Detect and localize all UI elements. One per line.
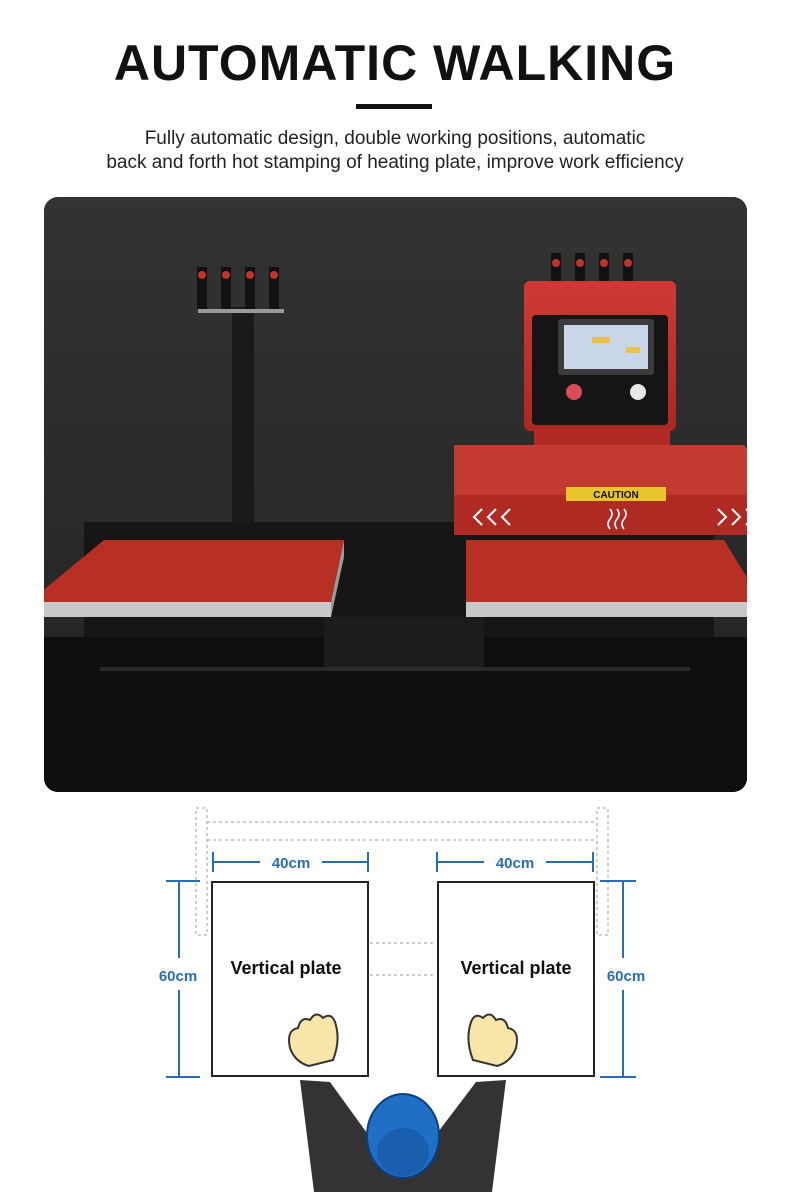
- left-support-arm: [232, 307, 254, 522]
- right-height-label: 60cm: [607, 968, 645, 985]
- subtitle-line-1: Fully automatic design, double working p…: [144, 128, 646, 149]
- left-height-dimension: [166, 880, 200, 1078]
- upper-heat-head: CAUTION: [454, 253, 747, 535]
- title-underline: [356, 104, 432, 109]
- left-plate-label: Vertical plate: [230, 958, 341, 978]
- left-vertical-plate: [211, 881, 369, 1077]
- right-lower-plate: [466, 540, 747, 617]
- left-width-dimension: [212, 852, 369, 872]
- operator-figure-icon: [288, 1013, 518, 1192]
- plate-layout-diagram: Vertical plate Vertical plate 40cm 40cm …: [159, 807, 645, 1192]
- left-width-label: 40cm: [272, 855, 310, 872]
- left-silicone-valves: [197, 267, 284, 313]
- right-width-label: 40cm: [496, 855, 534, 872]
- left-lower-plate: [44, 540, 344, 617]
- right-plate-label: Vertical plate: [460, 958, 571, 978]
- start-button: [630, 384, 646, 400]
- machine-photo: CAUTION: [44, 197, 747, 792]
- left-height-label: 60cm: [159, 968, 197, 985]
- slide-rail-outline: [195, 807, 609, 976]
- heat-symbol-icon: [607, 508, 627, 530]
- subtitle-line-2: back and forth hot stamping of heating p…: [106, 152, 684, 173]
- right-height-dimension: [600, 880, 636, 1078]
- heat-press-machine-illustration: CAUTION: [44, 197, 747, 792]
- right-width-dimension: [436, 852, 594, 872]
- page-title: AUTOMATIC WALKING: [113, 35, 677, 91]
- caution-label: CAUTION: [593, 490, 639, 501]
- power-button: [566, 384, 582, 400]
